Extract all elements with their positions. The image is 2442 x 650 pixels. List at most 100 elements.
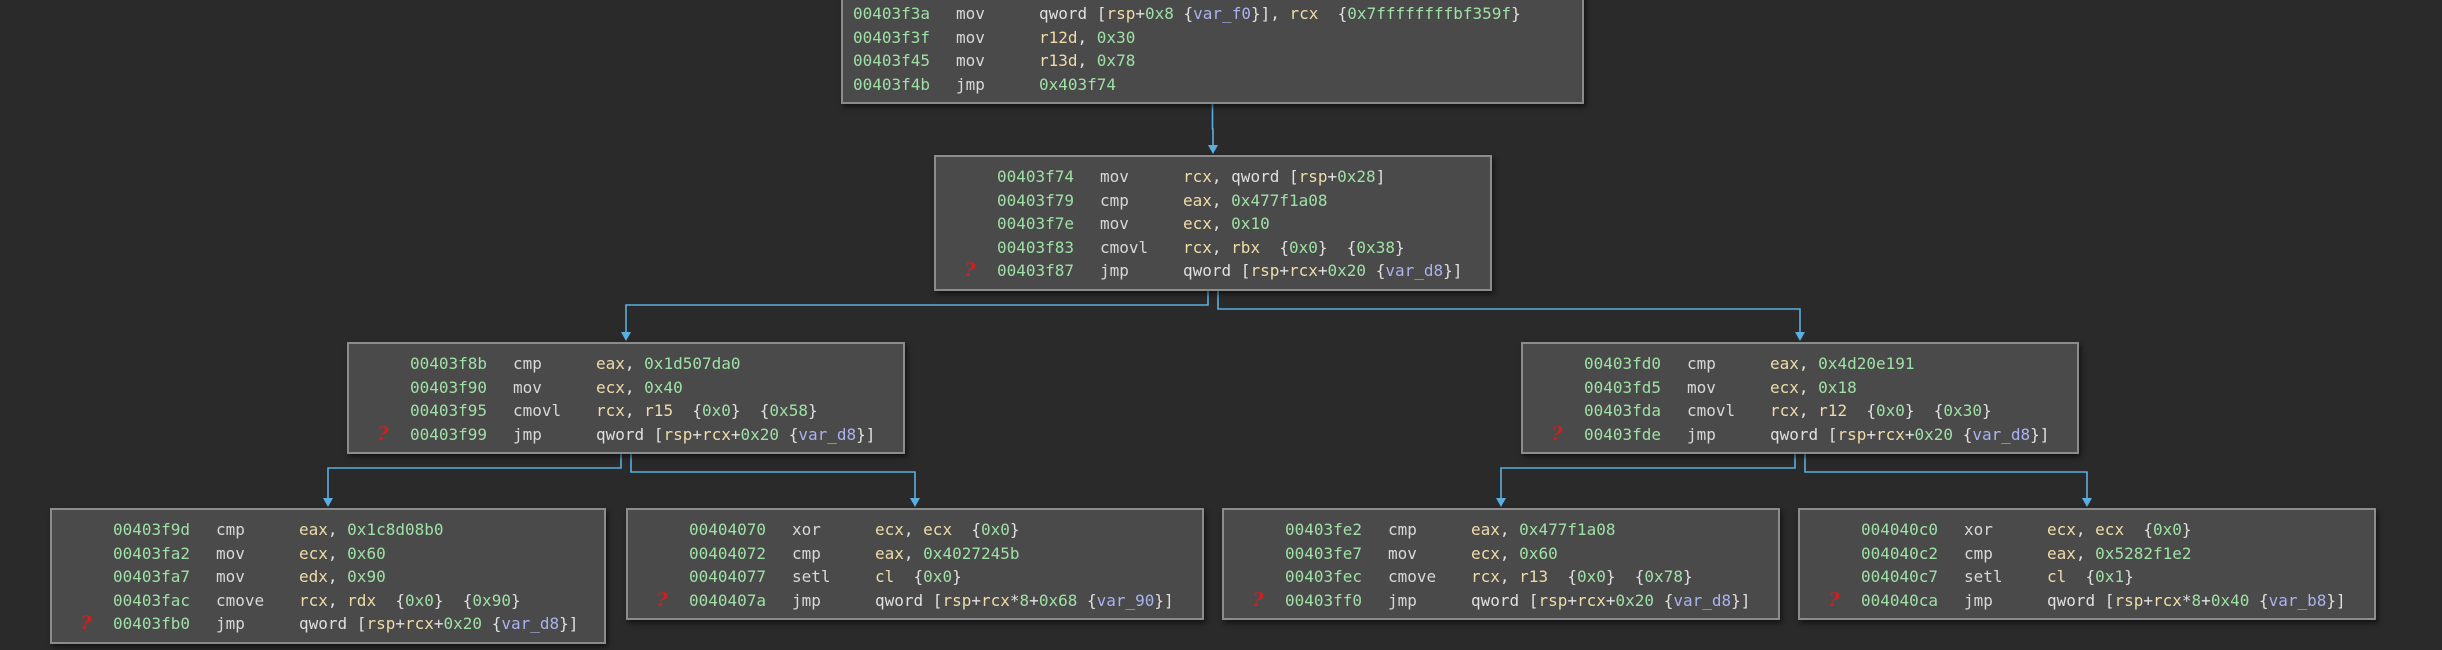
number-token[interactable]: 0x0 (1576, 567, 1606, 586)
number-token[interactable]: 0x4d20e191 (1818, 354, 1915, 373)
stack-var-token[interactable]: var_b8 (2268, 590, 2327, 610)
instruction-address[interactable]: 00403f9d (113, 520, 191, 539)
number-token[interactable]: 0x7ffffffffbf359f (1347, 4, 1512, 23)
number-token[interactable]: 0x5282f1e2 (2095, 543, 2192, 563)
register-token[interactable]: rcx (1875, 424, 1905, 444)
number-token[interactable]: 0x403f74 (1039, 74, 1117, 94)
register-token[interactable]: rcx (404, 614, 434, 633)
instruction-address[interactable]: 004040c7 (1861, 567, 1939, 586)
stack-var-token[interactable]: var_d8 (1972, 424, 2031, 444)
register-token[interactable]: rcx (1289, 4, 1319, 23)
register-token[interactable]: r13d (1039, 51, 1078, 70)
register-token[interactable]: ecx (875, 520, 904, 539)
register-token[interactable]: ecx (1770, 377, 1799, 397)
instruction-address[interactable]: 004040c0 (1861, 520, 1939, 539)
number-token[interactable]: 0x8 (1144, 4, 1174, 23)
register-token[interactable]: ecx (923, 520, 953, 539)
register-token[interactable]: eax (875, 543, 904, 563)
edge-line[interactable] (630, 454, 916, 499)
stack-var-token[interactable]: var_d8 (1385, 261, 1444, 280)
instruction-address[interactable]: 00403fe2 (1285, 520, 1363, 539)
stack-var-token[interactable]: var_f0 (1193, 4, 1251, 23)
number-token[interactable]: 0x58 (769, 401, 808, 420)
number-token[interactable]: 0x0 (1288, 237, 1318, 257)
instruction-address[interactable]: 00403f4b (853, 74, 931, 94)
register-token[interactable]: rsp (1250, 261, 1280, 280)
number-token[interactable]: 0x30 (1096, 27, 1136, 47)
register-token[interactable]: cl (875, 567, 895, 586)
edge-line[interactable] (1500, 454, 1796, 499)
register-token[interactable]: rsp (942, 590, 972, 610)
number-token[interactable]: 0x20 (740, 424, 780, 444)
edge-line[interactable] (625, 291, 1209, 333)
register-token[interactable]: rcx (596, 401, 625, 420)
number-token[interactable]: 0x30 (1943, 401, 1982, 420)
number-token[interactable]: 0x20 (443, 614, 483, 633)
number-token[interactable]: 0x40 (2210, 590, 2250, 610)
number-token[interactable]: 0x90 (347, 567, 386, 586)
instruction-address[interactable]: 00403f8b (410, 354, 488, 373)
number-token[interactable]: 0x20 (1327, 261, 1367, 280)
register-token[interactable]: eax (1183, 190, 1212, 210)
register-token[interactable]: rcx (980, 590, 1010, 610)
instruction-address[interactable]: 00403fd5 (1584, 377, 1662, 397)
stack-var-token[interactable]: var_d8 (1673, 590, 1732, 610)
register-token[interactable]: ecx (299, 543, 328, 563)
number-token[interactable]: 0x28 (1337, 167, 1376, 186)
stack-var-token[interactable]: var_90 (1096, 590, 1155, 610)
instruction-address[interactable]: 00403f45 (853, 51, 931, 70)
register-token[interactable]: ecx (1183, 214, 1212, 233)
register-token[interactable]: eax (2047, 543, 2076, 563)
number-token[interactable]: 0x78 (1644, 567, 1683, 586)
register-token[interactable]: r15 (644, 401, 674, 420)
register-token[interactable]: rcx (1576, 590, 1606, 610)
number-token[interactable]: 0x1 (2095, 567, 2125, 586)
register-token[interactable]: eax (596, 354, 625, 373)
register-token[interactable]: rcx (1770, 401, 1799, 420)
edge-line[interactable] (1217, 291, 1801, 333)
register-token[interactable]: ecx (596, 377, 625, 397)
number-token[interactable]: 0x90 (472, 590, 511, 610)
register-token[interactable]: edx (299, 567, 328, 586)
register-token[interactable]: rcx (701, 424, 731, 444)
number-token[interactable]: 0x68 (1038, 590, 1078, 610)
register-token[interactable]: rsp (1298, 167, 1328, 186)
instruction-address[interactable]: 00403fac (113, 590, 191, 610)
edge-line[interactable] (1211, 104, 1214, 146)
register-token[interactable]: r12 (1818, 401, 1848, 420)
number-token[interactable]: 0x20 (1914, 424, 1954, 444)
register-token[interactable]: eax (1770, 354, 1799, 373)
register-token[interactable]: rsp (366, 614, 396, 633)
instruction-address[interactable]: 00404070 (689, 520, 767, 539)
instruction-address[interactable]: 00403fe7 (1285, 543, 1363, 563)
number-token[interactable]: 0x60 (1519, 543, 1558, 563)
instruction-address[interactable]: 00403f99 (410, 424, 488, 444)
instruction-address[interactable]: 00403f7e (997, 214, 1075, 233)
number-token[interactable]: 0x20 (1615, 590, 1655, 610)
